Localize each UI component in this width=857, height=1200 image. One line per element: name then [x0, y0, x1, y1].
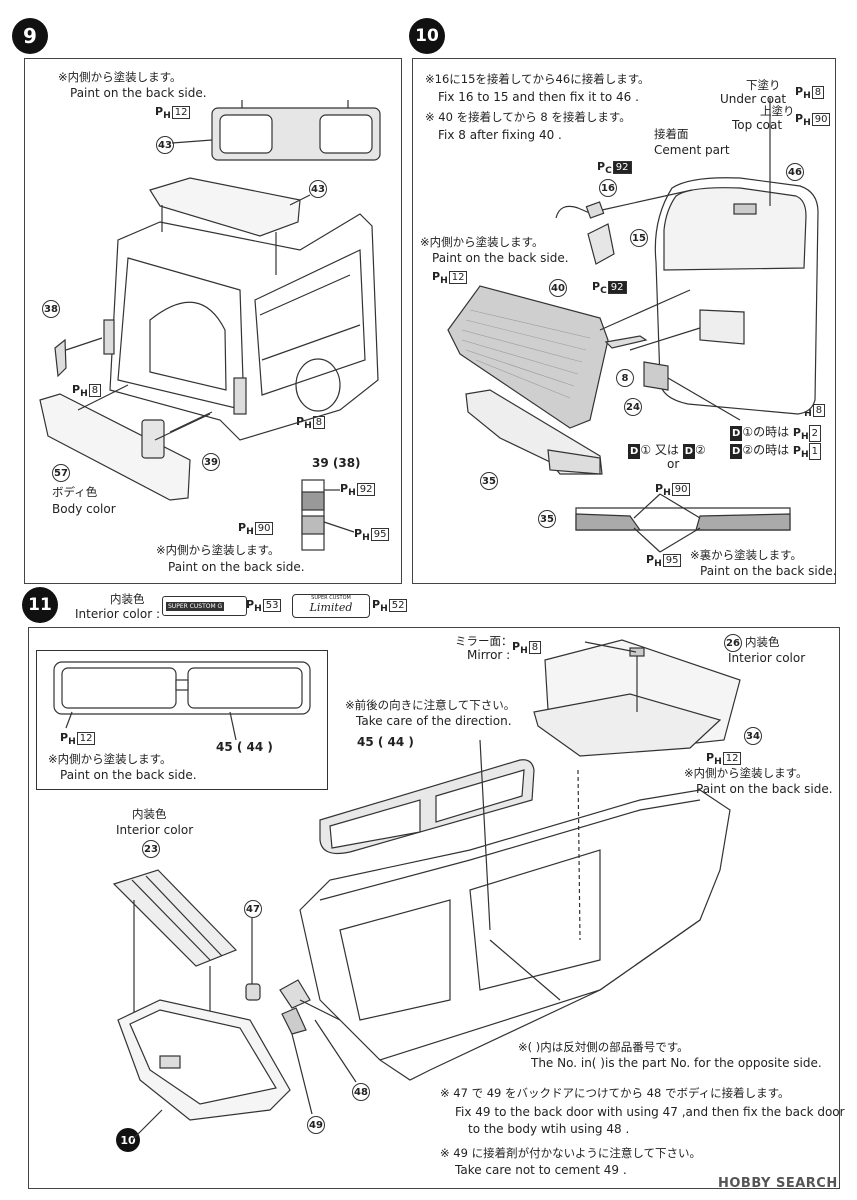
step9-note-bottom-jp: ※内側から塗装します。 [156, 543, 280, 557]
step11-part-23: 23 [142, 840, 160, 858]
step9-note-bottom-en: Paint on the back side. [168, 560, 305, 574]
step10-top-coat-jp: 上塗り [760, 104, 795, 118]
step11-mirror-en: Mirror : [467, 648, 511, 662]
step11-fix-en2: to the body wtih using 48 . [468, 1122, 630, 1136]
step10-part-35b: 35 [538, 510, 556, 528]
step10-line2-jp: ※ 40 を接着してから 8 を接着します。 [425, 110, 631, 124]
step10-part-16: 16 [599, 179, 617, 197]
step11-care-en: Take care not to cement 49 . [455, 1163, 627, 1177]
step11-opp-jp: ※( )内は反対側の部品番号です。 [518, 1040, 689, 1054]
step10-top-coat-en: Top coat [732, 118, 783, 132]
step11-part-49: 49 [307, 1116, 325, 1134]
step10-cement-en: Cement part [654, 143, 730, 157]
step10-part-8: 8 [616, 369, 634, 387]
step11-inset-en: Paint on the back side. [60, 768, 197, 782]
step10-line1-en: Fix 16 to 15 and then fix it to 46 . [438, 90, 639, 104]
step9-body-color-en: Body color [52, 502, 116, 516]
step9-part-43-spoiler: 43 [309, 180, 327, 198]
step11-opp-en: The No. in( )is the part No. for the opp… [531, 1056, 822, 1070]
step9-lamp-label: 39 (38) [312, 456, 361, 470]
step11-inner2-jp: ※内側から塗装します。 [684, 766, 808, 780]
step11-mirror-jp: ミラー面： [455, 634, 513, 648]
step11-direction-en: Take care of the direction. [356, 714, 512, 728]
step10-cement-jp: 接着面 [654, 127, 689, 141]
step11-interior2-en: Interior color [728, 651, 806, 665]
step9-part-38: 38 [42, 300, 60, 318]
step9-part-43-window: 43 [156, 136, 174, 154]
step11-interior-jp: 内装色 [110, 592, 145, 606]
step-10-badge: 10 [409, 18, 445, 54]
step11-part-34: 34 [744, 727, 762, 745]
step11-care-jp: ※ 49 に接着剤が付かないように注意して下さい。 [440, 1146, 702, 1160]
step11-direction-parts: 45 ( 44 ) [357, 735, 414, 749]
step10-inner-en: Paint on the back side. [432, 251, 569, 265]
step11-grade-g-badge: SUPER CUSTOM G [162, 596, 247, 616]
step9-note-top-en: Paint on the back side. [70, 86, 207, 100]
step9-body-color-jp: ボディ色 [52, 485, 98, 499]
step11-fix-jp: ※ 47 で 49 をバックドアにつけてから 48 でボディに接着します。 [440, 1086, 790, 1100]
step10-part-40: 40 [549, 279, 567, 297]
step11-fix-en1: Fix 49 to the back door with using 47 ,a… [455, 1105, 845, 1119]
step11-part-10-badge: 10 [116, 1128, 140, 1152]
step10-part-46: 46 [786, 163, 804, 181]
step10-under-coat-jp: 下塗り [746, 78, 781, 92]
step10-line2-en: Fix 8 after fixing 40 . [438, 128, 562, 142]
step11-interior3-jp: 内装色 [132, 807, 167, 821]
step11-inset-jp: ※内側から塗装します。 [48, 752, 172, 766]
step11-interior3-en: Interior color [116, 823, 194, 837]
step-9-badge: 9 [12, 18, 48, 54]
step10-part-35a: 35 [480, 472, 498, 490]
step10-line1-jp: ※16に15を接着してから46に接着します。 [425, 72, 650, 86]
step10-part-24: 24 [624, 398, 642, 416]
step11-inset-parts: 45 ( 44 ) [216, 740, 273, 754]
step10-part-15: 15 [630, 229, 648, 247]
step11-part-48: 48 [352, 1083, 370, 1101]
step11-part-26: 26 [724, 634, 742, 652]
step11-inner2-en: Paint on the back side. [696, 782, 833, 796]
step11-grade-limited-badge: SUPER CUSTOM Limited [292, 594, 370, 618]
step9-part-57: 57 [52, 464, 70, 482]
step9-note-top-jp: ※内側から塗装します。 [58, 70, 182, 84]
step11-interior2-jp: 内装色 [745, 635, 780, 649]
watermark: HOBBY SEARCH [718, 1176, 838, 1191]
step-11-badge: 11 [22, 587, 58, 623]
step10-d-or-en: or [667, 457, 680, 471]
step10-back-jp: ※裏から塗装します。 [690, 548, 802, 562]
step11-direction-jp: ※前後の向きに注意して下さい。 [345, 698, 516, 712]
step11-part-47: 47 [244, 900, 262, 918]
step10-inner-jp: ※内側から塗装します。 [420, 235, 544, 249]
step9-part-39: 39 [202, 453, 220, 471]
step11-interior-en: Interior color : [75, 607, 160, 621]
step10-back-en: Paint on the back side. [700, 564, 837, 578]
